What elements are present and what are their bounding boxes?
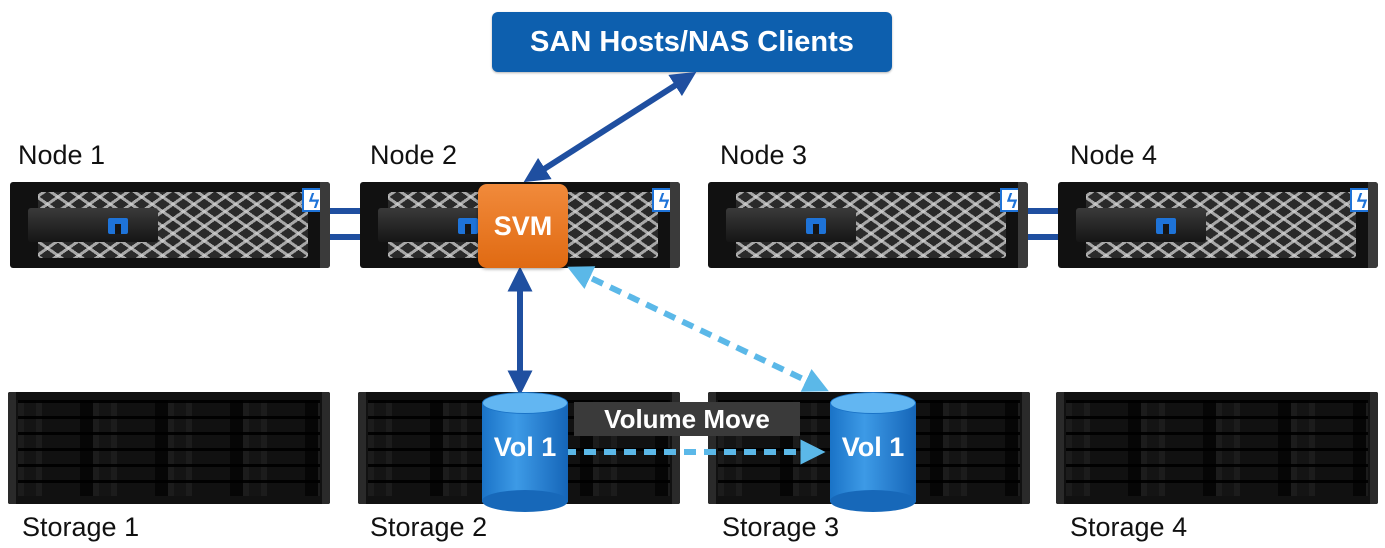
- cylinder-bottom: [830, 490, 916, 512]
- storage-1-label: Storage 1: [22, 512, 140, 542]
- san-nas-clients-box: SAN Hosts/NAS Clients: [492, 12, 892, 72]
- netapp-logo-icon: [458, 218, 478, 234]
- node-1-label: Node 1: [18, 140, 106, 170]
- cluster-interconnect-3-4: [1028, 208, 1058, 240]
- cylinder-bottom: [482, 490, 568, 512]
- node-3-label: Node 3: [720, 140, 808, 170]
- shelf-ear: [1056, 392, 1064, 504]
- shelf-ear: [322, 392, 330, 504]
- volume-destination-label: Vol 1: [841, 432, 905, 462]
- volume-destination: Vol 1: [830, 392, 916, 514]
- node-3-chassis: ϟ: [708, 182, 1028, 268]
- shelf-ear: [1022, 392, 1030, 504]
- shelf-ear: [1370, 392, 1378, 504]
- node-edge: [1368, 182, 1378, 268]
- node-4-chassis: ϟ: [1058, 182, 1378, 268]
- cylinder-top: [830, 392, 916, 414]
- clients-svm-arrow: [523, 71, 697, 183]
- node-edge: [1018, 182, 1028, 268]
- node-edge: [670, 182, 680, 268]
- netapp-logo-icon: [1156, 218, 1176, 234]
- cylinder-body: [482, 402, 568, 502]
- shelf-ear: [8, 392, 16, 504]
- node-bezel: [1076, 208, 1206, 242]
- volume-move-label: Volume Move: [574, 402, 800, 436]
- node-grille: [1086, 192, 1356, 258]
- volume-source: Vol 1: [482, 392, 568, 514]
- netapp-logo-icon: [806, 218, 826, 234]
- storage-4-label: Storage 4: [1070, 512, 1188, 542]
- svm-box: SVM: [478, 184, 568, 268]
- storage-2-label: Storage 2: [370, 512, 488, 542]
- drive-bays: [18, 400, 320, 496]
- cylinder-body: [830, 402, 916, 502]
- volume-source-label: Vol 1: [493, 432, 557, 462]
- node-bezel: [28, 208, 158, 242]
- node-1-chassis: ϟ: [10, 182, 330, 268]
- storage-1-shelf: [8, 392, 330, 504]
- drive-bays: [1066, 400, 1368, 496]
- storage-4-shelf: [1056, 392, 1378, 504]
- cluster-interconnect-1-2: [330, 208, 360, 240]
- svm-new-vol-dashed-arrow: [567, 266, 829, 392]
- node-2-label: Node 2: [370, 140, 458, 170]
- shelf-ear: [672, 392, 680, 504]
- node-4-label: Node 4: [1070, 140, 1158, 170]
- node-bezel: [726, 208, 856, 242]
- shelf-ear: [708, 392, 716, 504]
- netapp-logo-icon: [108, 218, 128, 234]
- shelf-ear: [358, 392, 366, 504]
- cylinder-top: [482, 392, 568, 414]
- node-edge: [320, 182, 330, 268]
- storage-3-label: Storage 3: [722, 512, 840, 542]
